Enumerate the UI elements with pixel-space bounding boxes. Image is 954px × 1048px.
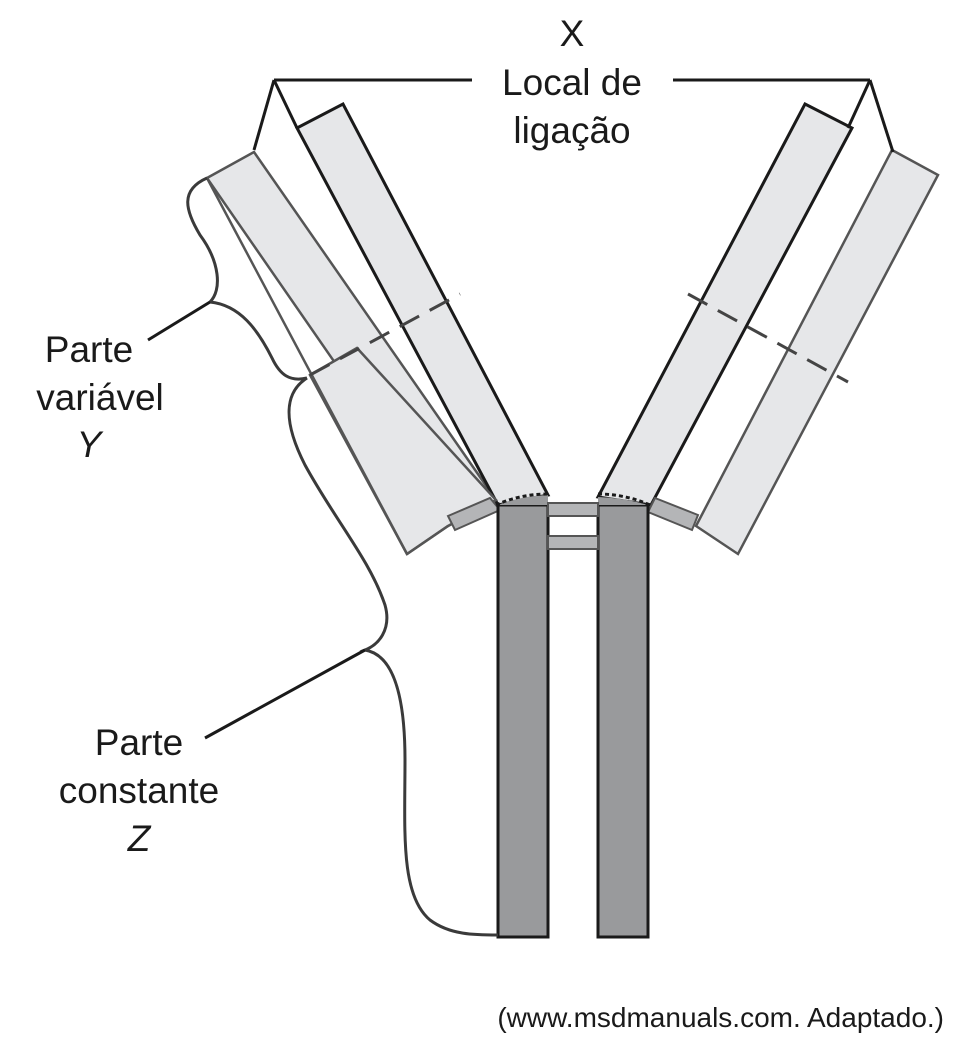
variable-part-pointer [147, 300, 211, 342]
constant-part-pointer [204, 648, 366, 740]
disulfide-bridge-bottom [547, 535, 599, 550]
left-light-chain-outline-left [205, 177, 409, 555]
constant-part-brace [287, 376, 499, 937]
binding-site-pointer-right-a [846, 79, 872, 129]
binding-site-pointer-right-b [868, 79, 895, 153]
left-stem-top-curve [498, 495, 548, 505]
binding-site-pointer-left-b [272, 79, 299, 129]
right-stem-top-curve [598, 497, 648, 505]
source-citation: (www.msdmanuals.com. Adaptado.) [497, 1002, 944, 1033]
label-constant-line2: constante [59, 770, 219, 811]
right-hinge-dotted-arc [597, 492, 651, 507]
label-binding-site-line1: Local de [502, 62, 642, 103]
right-light-hinge [646, 496, 700, 532]
left-light-chain-outline-bottom [406, 524, 449, 556]
label-constant-line1: Parte [95, 722, 183, 763]
label-constant-z: Z [127, 818, 152, 859]
disulfide-bridge-top [547, 502, 599, 517]
label-x: X [560, 13, 585, 54]
binding-site-pointer-left-a [252, 79, 276, 151]
left-heavy-chain-stem [496, 503, 550, 939]
right-heavy-chain-stem [596, 503, 650, 939]
right-variable-boundary-dashed [687, 292, 849, 384]
label-variable-y: Y [77, 424, 104, 465]
left-variable-boundary-dashed [309, 292, 461, 377]
label-binding-site-line2: ligação [513, 110, 630, 151]
label-variable-line1: Parte [45, 329, 133, 370]
right-light-chain [694, 148, 940, 556]
label-variable-line2: variável [36, 377, 164, 418]
